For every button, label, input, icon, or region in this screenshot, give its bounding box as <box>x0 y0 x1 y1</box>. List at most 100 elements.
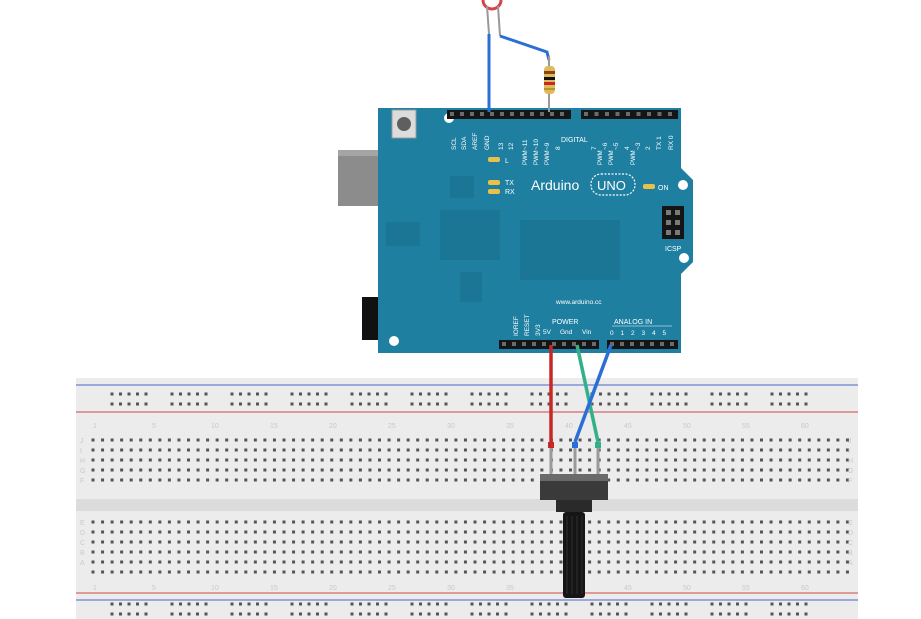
header-pin <box>620 342 624 346</box>
header-pin <box>562 342 566 346</box>
breadboard-hole <box>540 458 544 462</box>
breadboard-hole <box>798 438 802 442</box>
breadboard-hole <box>187 550 190 554</box>
breadboard-hole <box>410 392 414 396</box>
breadboard-hole <box>120 458 124 462</box>
breadboard-hole <box>307 392 311 396</box>
header-pin <box>540 112 544 116</box>
breadboard-hole <box>721 458 725 462</box>
breadboard-hole <box>101 570 105 574</box>
breadboard-hole <box>263 530 267 534</box>
digital-pin-label: ~10 <box>533 139 540 150</box>
breadboard-hole <box>253 550 257 554</box>
breadboard-hole <box>120 530 124 534</box>
breadboard-hole <box>349 530 353 534</box>
row-letter: C <box>848 540 853 547</box>
breadboard-hole <box>230 402 234 406</box>
breadboard-hole <box>804 612 808 616</box>
breadboard-hole <box>170 402 174 406</box>
breadboard-hole <box>101 448 105 452</box>
breadboard-hole <box>463 570 467 574</box>
breadboard-hole <box>635 458 639 462</box>
breadboard-hole <box>492 560 496 564</box>
breadboard-hole <box>91 468 95 472</box>
breadboard-hole <box>148 530 152 534</box>
breadboard-hole <box>626 468 630 472</box>
breadboard-hole <box>845 550 849 554</box>
breadboard-hole <box>397 540 401 544</box>
breadboard-hole <box>397 438 401 442</box>
breadboard-hole <box>667 612 671 616</box>
pot-knob-shaft[interactable] <box>563 512 585 598</box>
breadboard-hole <box>139 570 143 574</box>
breadboard-hole <box>664 550 668 554</box>
pwm-label: PWM <box>609 150 615 165</box>
breadboard-hole <box>110 530 114 534</box>
breadboard-hole <box>597 560 601 564</box>
breadboard-hole <box>845 458 849 462</box>
breadboard-hole <box>564 602 568 606</box>
breadboard-hole <box>167 560 171 564</box>
column-number: 25 <box>388 585 396 592</box>
breadboard-hole <box>292 520 296 524</box>
breadboard-hole <box>301 540 305 544</box>
analog-pin-label: 3 <box>642 330 646 337</box>
breadboard-hole <box>760 570 763 574</box>
breadboard-hole <box>301 458 305 462</box>
breadboard-hole <box>539 602 542 606</box>
breadboard-hole <box>127 392 131 396</box>
breadboard-hole <box>368 520 372 524</box>
breadboard-hole <box>416 520 420 524</box>
breadboard-hole <box>693 458 697 462</box>
breadboard-hole <box>378 560 381 564</box>
breadboard-hole <box>736 612 739 616</box>
breadboard-hole <box>502 468 506 472</box>
breadboard-hole <box>244 560 248 564</box>
header-pin <box>660 342 664 346</box>
breadboard-hole <box>101 438 105 442</box>
breadboard-hole <box>435 458 439 462</box>
breadboard-hole <box>339 438 343 442</box>
breadboard-hole <box>272 478 276 482</box>
breadboard-hole <box>788 570 792 574</box>
reset-button-cap <box>397 117 411 131</box>
breadboard-hole <box>264 392 268 396</box>
breadboard-hole <box>473 478 477 482</box>
breadboard-hole <box>292 448 296 452</box>
breadboard-hole <box>473 448 477 452</box>
breadboard-hole <box>779 448 783 452</box>
breadboard-hole <box>845 448 849 452</box>
breadboard-hole <box>187 438 190 442</box>
breadboard-hole <box>204 392 208 396</box>
breadboard-hole <box>416 438 420 442</box>
breadboard-hole <box>607 560 611 564</box>
breadboard-hole <box>559 458 563 462</box>
breadboard-hole <box>588 448 592 452</box>
breadboard-hole <box>684 602 688 606</box>
mounting-hole <box>389 336 399 346</box>
breadboard-hole <box>547 392 551 396</box>
breadboard-hole <box>253 540 257 544</box>
breadboard-hole <box>167 570 171 574</box>
breadboard-hole <box>177 520 181 524</box>
digital-pin-label: 4 <box>624 146 631 150</box>
breadboard-hole <box>470 392 474 396</box>
potentiometer[interactable] <box>540 448 608 598</box>
column-number: 40 <box>565 423 573 430</box>
breadboard-hole <box>540 530 544 534</box>
breadboard-hole <box>358 468 362 472</box>
breadboard-hole <box>187 402 191 406</box>
breadboard-hole <box>244 520 248 524</box>
breadboard-hole <box>206 560 210 564</box>
breadboard-hole <box>320 570 324 574</box>
breadboard-hole <box>727 612 731 616</box>
breadboard-hole <box>807 478 811 482</box>
breadboard-hole <box>635 468 639 472</box>
breadboard-hole <box>502 448 506 452</box>
breadboard-hole <box>626 520 630 524</box>
header-pin <box>480 112 484 116</box>
breadboard-hole <box>616 570 620 574</box>
breadboard-hole <box>787 402 791 406</box>
breadboard-hole <box>139 560 143 564</box>
